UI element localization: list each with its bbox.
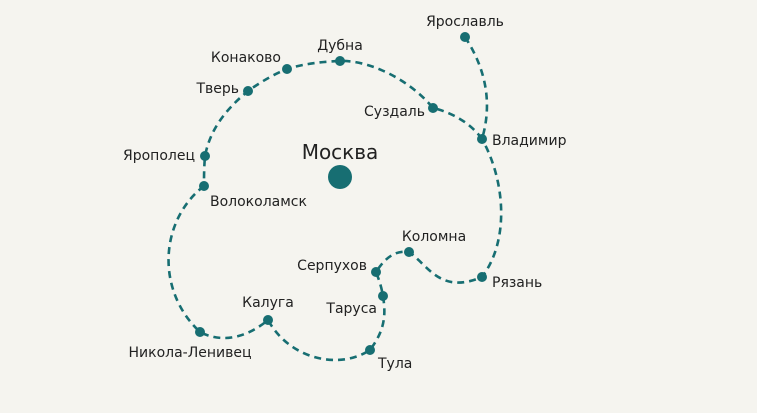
city-marker-icon xyxy=(428,103,438,113)
city-marker-icon xyxy=(404,247,414,257)
capital-label: Москва xyxy=(302,140,379,164)
city-marker-icon xyxy=(477,272,487,282)
city-tarusa[interactable]: Таруса xyxy=(325,291,388,317)
city-serpukhov[interactable]: Серпухов xyxy=(297,258,381,277)
city-marker-icon xyxy=(378,291,388,301)
city-marker-icon xyxy=(335,56,345,66)
city-marker-icon xyxy=(199,181,209,191)
city-kaluga[interactable]: Калуга xyxy=(242,295,294,325)
capital-moscow[interactable]: Москва xyxy=(302,140,379,189)
city-label: Суздаль xyxy=(364,104,425,120)
city-label: Никола-Ленивец xyxy=(128,345,251,361)
city-nikola-lenivets[interactable]: Никола-Ленивец xyxy=(128,327,252,361)
city-label: Дубна xyxy=(317,38,363,54)
city-volokolamsk[interactable]: Волоколамск xyxy=(199,181,307,210)
city-marker-icon xyxy=(365,345,375,355)
city-marker-icon xyxy=(195,327,205,337)
city-tver[interactable]: Тверь xyxy=(195,81,253,97)
city-yaroslavl[interactable]: Ярославль xyxy=(426,14,504,42)
route-yaroslavl-vladimir xyxy=(463,36,489,140)
city-label: Калуга xyxy=(242,295,294,311)
city-marker-icon xyxy=(282,64,292,74)
city-tula[interactable]: Тула xyxy=(365,345,412,372)
city-label: Конаково xyxy=(211,50,281,66)
city-ryazan[interactable]: Рязань xyxy=(477,272,542,291)
city-label: Владимир xyxy=(492,133,567,149)
city-label: Тула xyxy=(377,356,412,372)
city-yaropolets[interactable]: Ярополец xyxy=(123,148,210,164)
city-label: Тверь xyxy=(195,81,239,97)
city-label: Волоколамск xyxy=(210,194,307,210)
city-konakovo[interactable]: Конаково xyxy=(211,50,292,74)
city-vladimir[interactable]: Владимир xyxy=(477,133,567,149)
city-label: Ярополец xyxy=(123,148,195,164)
city-marker-icon xyxy=(263,315,273,325)
city-marker-icon xyxy=(243,86,253,96)
capital-marker-icon xyxy=(328,165,352,189)
city-label: Таруса xyxy=(325,301,377,317)
city-marker-icon xyxy=(371,267,381,277)
city-label: Коломна xyxy=(402,229,466,245)
city-label: Ярославль xyxy=(426,14,504,30)
city-suzdal[interactable]: Суздаль xyxy=(364,103,438,120)
city-label: Серпухов xyxy=(297,258,367,274)
city-marker-icon xyxy=(477,134,487,144)
city-marker-icon xyxy=(200,151,210,161)
city-dubna[interactable]: Дубна xyxy=(317,38,363,66)
city-kolomna[interactable]: Коломна xyxy=(402,229,466,257)
city-marker-icon xyxy=(460,32,470,42)
city-label: Рязань xyxy=(492,275,542,291)
